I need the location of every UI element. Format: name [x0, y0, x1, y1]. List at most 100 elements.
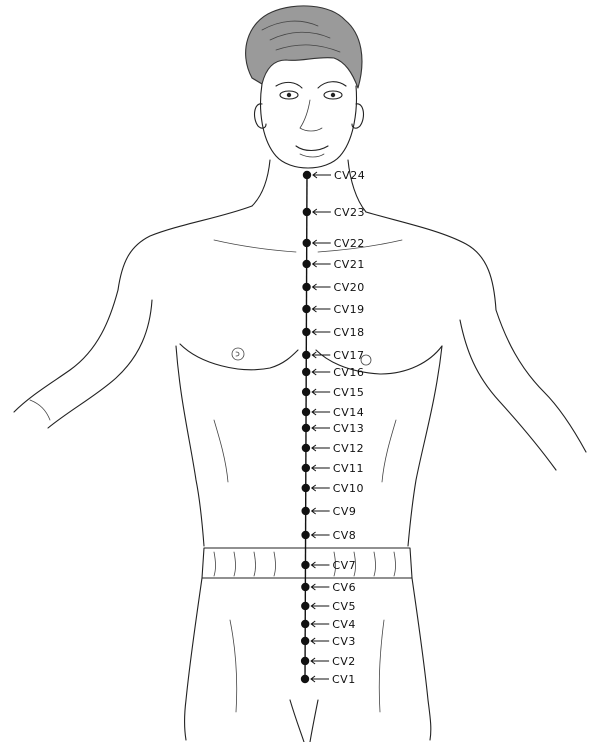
point-cv10: CV10	[302, 482, 364, 495]
point-arrow	[312, 508, 330, 514]
point-cv24: CV24	[303, 169, 365, 182]
shorts-drawing	[185, 548, 431, 742]
point-label: CV6	[332, 581, 356, 594]
point-dot	[301, 620, 309, 628]
point-dot	[302, 388, 310, 396]
point-arrow	[312, 329, 330, 335]
point-arrow	[312, 445, 330, 451]
point-dot	[301, 531, 309, 539]
point-dot	[302, 328, 310, 336]
point-cv8: CV8	[301, 529, 356, 542]
point-arrow	[311, 621, 329, 627]
point-cv12: CV12	[302, 442, 364, 455]
point-cv16: CV16	[302, 366, 364, 379]
point-arrow	[311, 676, 329, 682]
point-label: CV15	[333, 386, 364, 399]
point-arrow	[313, 240, 331, 246]
point-dot	[302, 464, 310, 472]
point-arrow	[313, 172, 331, 178]
point-dot	[301, 507, 309, 515]
point-label: CV10	[333, 482, 364, 495]
point-cv13: CV13	[302, 422, 364, 435]
point-label: CV3	[332, 635, 356, 648]
point-dot	[303, 208, 311, 216]
point-label: CV9	[333, 505, 357, 518]
point-arrow	[311, 603, 329, 609]
point-dot	[303, 239, 311, 247]
meridian-points: CV24CV23CV22CV21CV20CV19CV18CV17CV16CV15…	[301, 169, 365, 686]
point-label: CV7	[332, 559, 356, 572]
point-label: CV18	[333, 326, 364, 339]
point-label: CV12	[333, 442, 364, 455]
point-dot	[303, 171, 311, 179]
point-label: CV13	[333, 422, 364, 435]
point-cv20: CV20	[302, 281, 364, 294]
point-arrow	[312, 352, 330, 358]
point-arrow	[311, 562, 329, 568]
point-cv14: CV14	[302, 406, 364, 419]
point-arrow	[311, 658, 329, 664]
point-cv22: CV22	[303, 237, 365, 250]
point-dot	[302, 305, 310, 313]
point-cv1: CV1	[301, 673, 356, 686]
point-arrow	[312, 485, 330, 491]
point-arrow	[311, 638, 329, 644]
point-label: CV11	[333, 462, 364, 475]
point-cv21: CV21	[302, 258, 364, 271]
point-label: CV1	[332, 673, 356, 686]
point-arrow	[312, 465, 330, 471]
point-dot	[302, 351, 310, 359]
point-dot	[301, 583, 309, 591]
point-arrow	[312, 425, 330, 431]
point-cv3: CV3	[301, 635, 356, 648]
point-label: CV20	[334, 281, 365, 294]
point-dot	[301, 657, 309, 665]
point-dot	[302, 444, 310, 452]
point-label: CV14	[333, 406, 364, 419]
point-arrow	[311, 584, 329, 590]
point-label: CV17	[333, 349, 364, 362]
point-cv15: CV15	[302, 386, 364, 399]
point-dot	[302, 260, 310, 268]
point-cv7: CV7	[301, 559, 356, 572]
head-drawing	[255, 82, 364, 168]
point-label: CV4	[332, 618, 356, 631]
point-label: CV2	[332, 655, 356, 668]
point-arrow	[312, 369, 330, 375]
point-label: CV19	[333, 303, 364, 316]
point-label: CV21	[334, 258, 365, 271]
point-arrow	[313, 284, 331, 290]
point-dot	[301, 561, 309, 569]
point-label: CV5	[332, 600, 356, 613]
point-cv18: CV18	[302, 326, 364, 339]
point-dot	[302, 484, 310, 492]
point-dot	[301, 637, 309, 645]
point-dot	[302, 368, 310, 376]
point-cv23: CV23	[303, 206, 365, 219]
point-arrow	[313, 209, 331, 215]
point-cv4: CV4	[301, 618, 356, 631]
point-label: CV16	[333, 366, 364, 379]
point-cv2: CV2	[301, 655, 356, 668]
point-arrow	[312, 306, 330, 312]
point-cv9: CV9	[301, 505, 356, 518]
point-arrow	[312, 532, 330, 538]
torso-drawing	[14, 160, 586, 546]
point-arrow	[313, 261, 331, 267]
point-label: CV22	[334, 237, 365, 250]
point-dot	[301, 675, 309, 683]
point-cv6: CV6	[301, 581, 356, 594]
point-cv19: CV19	[302, 303, 364, 316]
point-arrow	[312, 389, 330, 395]
point-dot	[302, 283, 310, 291]
hair-drawing	[246, 6, 362, 88]
point-label: CV23	[334, 206, 365, 219]
point-dot	[302, 424, 310, 432]
point-cv5: CV5	[301, 600, 356, 613]
point-label: CV8	[333, 529, 357, 542]
point-arrow	[312, 409, 330, 415]
point-cv17: CV17	[302, 349, 364, 362]
point-cv11: CV11	[302, 462, 364, 475]
point-label: CV24	[334, 169, 365, 182]
